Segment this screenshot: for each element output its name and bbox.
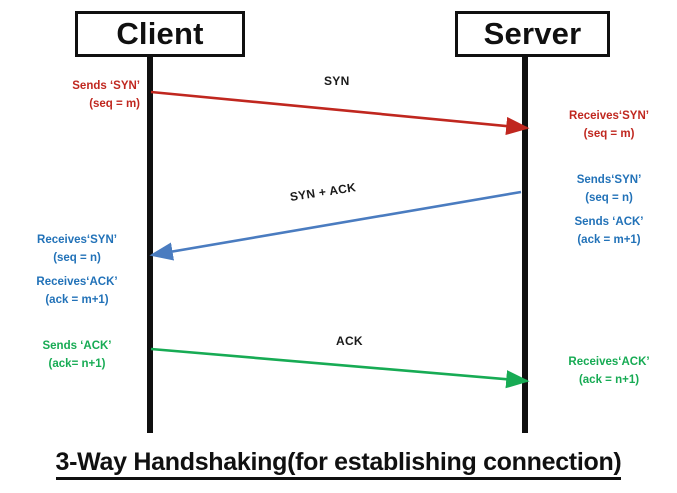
- note-server-sends-ack: Sends ‘ACK’ (ack = m+1): [545, 214, 673, 250]
- note-line-2: (seq = n): [53, 251, 101, 264]
- note-line-1: Receives‘ACK’: [36, 276, 118, 288]
- note-line-1: Sends‘SYN’: [576, 174, 642, 186]
- note-line-2: (ack= n+1): [48, 357, 106, 370]
- note-server-receives-syn: Receives‘SYN’ (seq = m): [545, 108, 673, 144]
- note-line-2: (seq = m): [583, 127, 635, 140]
- note-line-2: (ack = m+1): [577, 233, 641, 246]
- note-client-sends-syn: Sends ‘SYN’ (seq = m): [22, 78, 140, 114]
- server-lifeline: [522, 56, 528, 433]
- note-line-2: (seq = n): [585, 191, 633, 204]
- note-line-1: Sends ‘SYN’: [72, 80, 140, 92]
- note-line-2: (ack = n+1): [578, 373, 640, 386]
- arrow-syn: [150, 90, 530, 136]
- note-line-1: Receives‘ACK’: [568, 356, 650, 368]
- server-node-box: Server: [455, 11, 610, 57]
- note-client-receives-syn: Receives‘SYN’ (seq = n): [14, 232, 140, 268]
- note-line-1: Receives‘SYN’: [569, 110, 649, 122]
- note-server-sends-syn: Sends‘SYN’ (seq = n): [545, 172, 673, 208]
- diagram-caption-text: 3-Way Handshaking(for establishing conne…: [55, 448, 622, 480]
- note-client-sends-ack: Sends ‘ACK’ (ack= n+1): [14, 338, 140, 374]
- message-label-syn: SYN: [324, 74, 350, 88]
- note-line-1: Sends ‘ACK’: [42, 340, 112, 352]
- arrow-syn-ack: [149, 190, 522, 261]
- message-label-ack: ACK: [336, 334, 363, 348]
- note-server-receives-ack: Receives‘ACK’ (ack = n+1): [545, 354, 673, 390]
- diagram-caption: 3-Way Handshaking(for establishing conne…: [0, 448, 677, 480]
- note-client-receives-ack: Receives‘ACK’ (ack = m+1): [14, 274, 140, 310]
- client-node-box: Client: [75, 11, 245, 57]
- note-line-1: Receives‘SYN’: [37, 234, 117, 246]
- note-line-2: (ack = m+1): [45, 293, 109, 306]
- note-line-1: Sends ‘ACK’: [574, 216, 644, 228]
- arrow-ack: [150, 347, 530, 389]
- note-line-2: (seq = m): [89, 97, 140, 110]
